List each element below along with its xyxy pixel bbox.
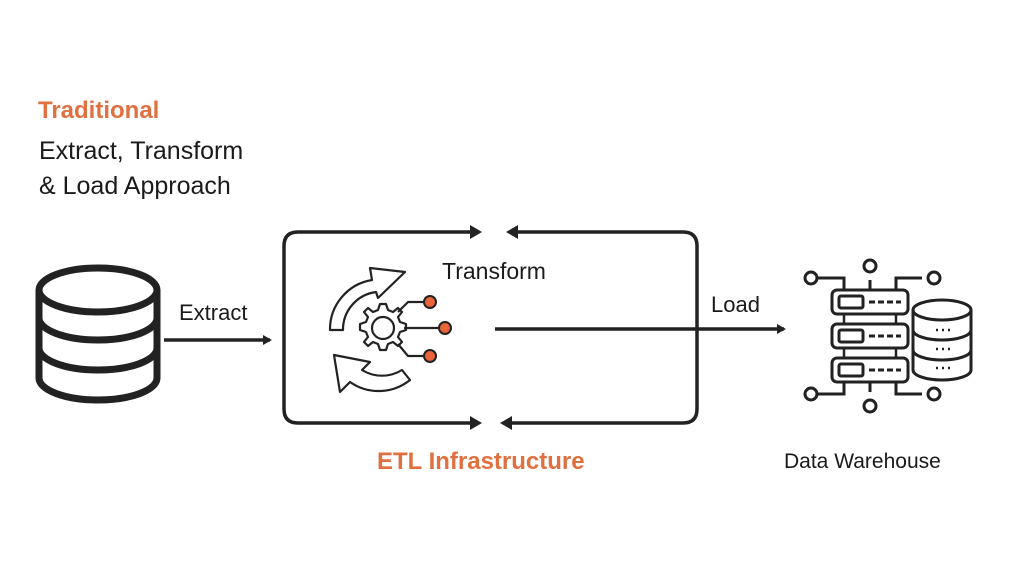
arrow-top-left	[506, 225, 518, 239]
title-accent: Traditional	[38, 97, 160, 124]
output-nodes	[423, 295, 452, 363]
etl-box-left	[282, 230, 478, 425]
transform-label: Transform	[442, 258, 546, 284]
arrow-bottom-right	[470, 416, 482, 430]
arrow-bottom-left	[500, 416, 512, 430]
database-icon	[35, 264, 161, 404]
extract-label: Extract	[179, 300, 248, 325]
title-line-2: & Load Approach	[39, 172, 231, 200]
gear-cycle-icon	[328, 266, 438, 394]
etl-infrastructure-label: ETL Infrastructure	[377, 448, 585, 475]
arrow-top-right	[470, 225, 482, 239]
load-label: Load	[711, 292, 760, 317]
server-database-icon	[803, 258, 973, 414]
title-line-1: Extract, Transform	[39, 137, 244, 165]
data-warehouse-label: Data Warehouse	[784, 450, 941, 473]
